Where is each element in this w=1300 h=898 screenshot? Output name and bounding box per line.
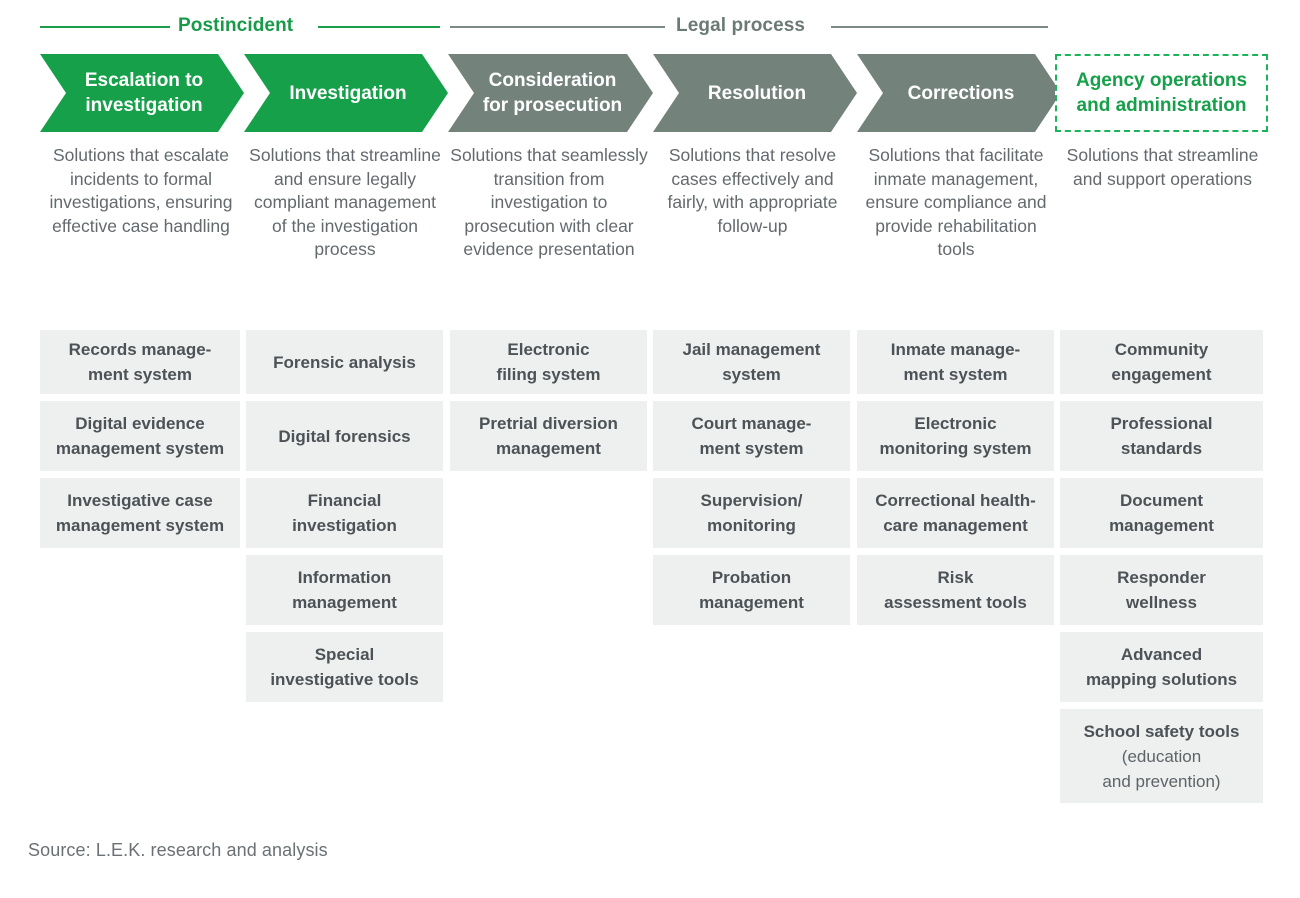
stage-chevron-agency-operations-and-administration[interactable]: Agency operations and administration xyxy=(1055,54,1268,132)
stage-description-row: Solutions that escalate incidents to for… xyxy=(0,144,1300,309)
stage-title: Corrections xyxy=(907,82,1015,104)
stage-description-resolution: Solutions that resolve cases effectively… xyxy=(667,145,838,236)
stage-chevron-corrections[interactable]: Corrections xyxy=(857,54,1061,132)
solution-card[interactable]: Correctional health-care management xyxy=(857,478,1054,548)
solution-card[interactable]: Supervision/monitoring xyxy=(653,478,850,548)
solution-card[interactable]: Forensic analysis xyxy=(246,330,443,394)
phase-rule-postincident-left xyxy=(40,26,170,28)
solution-card-label: Forensic analysis xyxy=(273,352,416,372)
stage-description-corrections: Solutions that facilitate inmate managem… xyxy=(865,145,1047,259)
solution-card-label: Records manage-ment system xyxy=(68,340,212,384)
solution-card-label: Digital forensics xyxy=(278,426,411,446)
solution-card[interactable]: Court manage-ment system xyxy=(653,401,850,471)
solution-card-label: School safety tools xyxy=(1083,721,1240,741)
solution-card-label: Supervision/monitoring xyxy=(700,491,803,535)
stage-chevron-escalation-to-investigation[interactable]: Escalation to investigation xyxy=(40,54,244,132)
solution-card[interactable]: Records manage-ment system xyxy=(40,330,240,394)
stage-description-agency-operations: Solutions that streamline and support op… xyxy=(1066,145,1259,189)
stage-chevron-consideration-for-prosecution[interactable]: Consideration for prosecution xyxy=(448,54,653,132)
solution-card[interactable]: Digital forensics xyxy=(246,401,443,471)
phase-band: Postincident Legal process xyxy=(0,0,1300,48)
stage-title: Escalation to investigation xyxy=(84,70,204,116)
source-note: Source: L.E.K. research and analysis xyxy=(28,840,328,860)
stage-title: Agency operations and administration xyxy=(1075,70,1248,116)
stage-chevron-row: Escalation to investigation Investigatio… xyxy=(0,54,1300,132)
stage-description-escalation: Solutions that escalate incidents to for… xyxy=(49,145,233,236)
stage-title: Investigation xyxy=(289,82,407,104)
stage-description-consideration: Solutions that seamlessly transition fro… xyxy=(450,145,648,259)
phase-rule-legal-right xyxy=(831,26,1048,28)
phase-rule-postincident-right xyxy=(318,26,440,28)
solution-card[interactable]: Inmate manage-ment system xyxy=(857,330,1054,394)
phase-label-legal-process: Legal process xyxy=(676,15,806,36)
solution-card-label: Correctional health-care management xyxy=(875,491,1036,535)
stage-chevron-investigation[interactable]: Investigation xyxy=(244,54,448,132)
phase-label-postincident: Postincident xyxy=(178,15,294,36)
stage-title: Consideration for prosecution xyxy=(482,70,623,116)
phase-rule-legal-left xyxy=(450,26,665,28)
stage-chevron-resolution[interactable]: Resolution xyxy=(653,54,857,132)
stage-description-investigation: Solutions that streamline and ensure leg… xyxy=(249,145,441,259)
stage-title: Resolution xyxy=(707,82,807,104)
solution-card-label: Court manage-ment system xyxy=(691,414,812,458)
solution-card-label: Inmate manage-ment system xyxy=(890,340,1021,384)
